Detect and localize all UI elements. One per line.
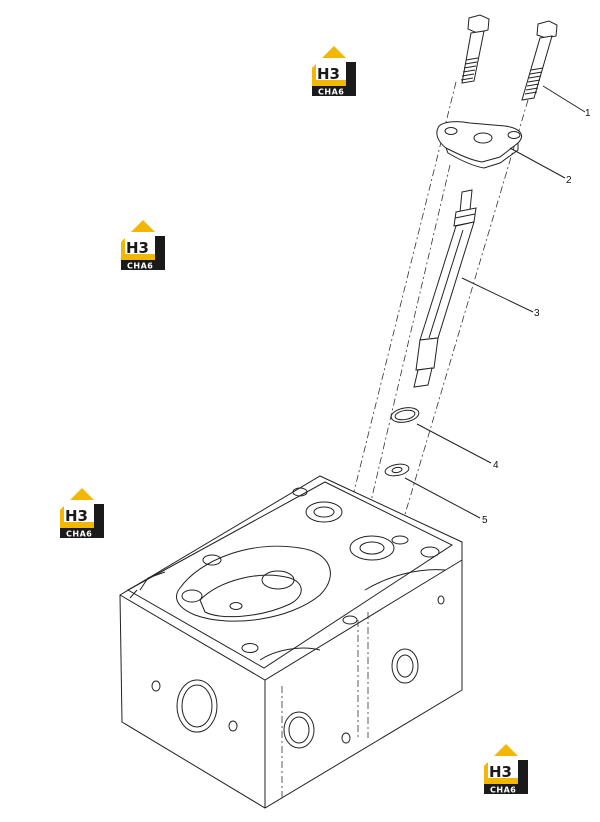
bolt-left <box>460 14 490 84</box>
watermark-logo: H3 CHA6 <box>484 744 528 795</box>
watermark-logo: H3 CHA6 <box>60 488 104 539</box>
injector-clamp <box>436 121 522 169</box>
svg-text:H3: H3 <box>489 763 512 781</box>
watermark-logo: H3 CHA6 <box>121 220 165 271</box>
sealing-washer <box>384 463 410 477</box>
watermark-logo: H3 CHA6 <box>312 46 356 97</box>
fuel-injector <box>413 189 477 388</box>
bolt-right <box>521 20 558 101</box>
svg-text:CHA6: CHA6 <box>318 88 344 97</box>
svg-text:H3: H3 <box>65 507 88 525</box>
callout-5: 5 <box>482 515 488 526</box>
callout-1: 1 <box>585 108 591 119</box>
svg-text:CHA6: CHA6 <box>127 262 153 271</box>
callout-4: 4 <box>493 460 499 471</box>
svg-text:H3: H3 <box>126 239 149 257</box>
callout-2: 2 <box>566 175 572 186</box>
o-ring <box>390 407 420 423</box>
cylinder-head <box>119 475 463 809</box>
leader-lines <box>404 85 586 519</box>
callout-3: 3 <box>534 308 540 319</box>
assembly-center-lines <box>339 81 529 549</box>
svg-text:CHA6: CHA6 <box>490 786 516 795</box>
svg-text:CHA6: CHA6 <box>66 530 92 539</box>
svg-text:H3: H3 <box>317 65 340 83</box>
